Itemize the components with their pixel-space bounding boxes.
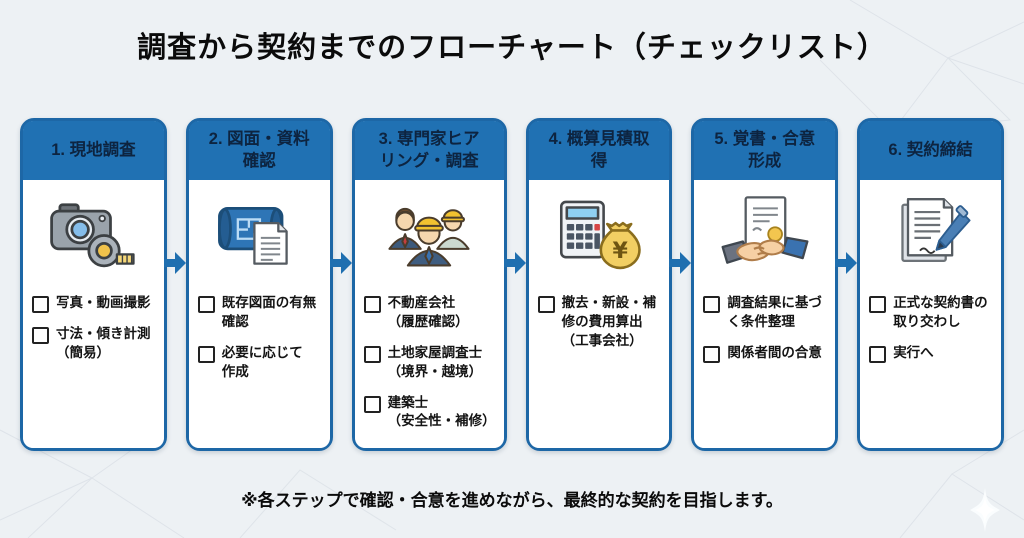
step-body: 既存図面の有無確認 必要に応じて作成 xyxy=(188,180,330,448)
step-card: 1. 現地調査 写真・動画撮影 寸法・傾き計測（簡易） xyxy=(20,118,186,451)
step-header-line: 1. 現地調査 xyxy=(51,140,136,159)
step-body: 不動産会社（履歴確認） 土地家屋調査士（境界・越境） 建築士（安全性・補修） xyxy=(354,180,504,448)
blueprint-document-icon xyxy=(218,207,288,265)
flow-arrow-icon xyxy=(503,252,526,274)
flowchart: 1. 現地調査 写真・動画撮影 寸法・傾き計測（簡易） 2. 図面・資料確認 xyxy=(20,118,1004,451)
flow-arrow-icon xyxy=(835,252,858,274)
checklist-item-label: 撤去・新設・補修の費用算出（工事会社） xyxy=(561,295,657,348)
checklist-item-label: 関係者間の合意 xyxy=(727,344,822,360)
checkbox[interactable] xyxy=(869,345,887,363)
step-icon-area xyxy=(860,180,1001,292)
step-header: 1. 現地調査 xyxy=(23,121,164,180)
step-icon-area xyxy=(189,180,330,292)
svg-text:¥: ¥ xyxy=(612,239,628,264)
checklist-item-label: 寸法・傾き計測（簡易） xyxy=(56,326,151,360)
step-body: ¥ 撤去・新設・補修の費用算出（工事会社） xyxy=(528,180,670,448)
step-header: 4. 概算見積取得 xyxy=(528,121,670,180)
checklist-item-label: 必要に応じて作成 xyxy=(221,344,303,379)
flow-arrow-icon xyxy=(329,252,352,274)
page-title: 調査から契約までのフローチャート（チェックリスト） xyxy=(137,32,887,64)
step-body: 写真・動画撮影 寸法・傾き計測（簡易） xyxy=(23,180,164,448)
step-card: 5. 覚書・合意形成 調査結果に基づく条件整理 関係者間の合意 xyxy=(691,118,858,451)
step-header-line: 4. 概算見積取 xyxy=(548,130,650,149)
experts-icon xyxy=(388,207,470,267)
step-header-line: 5. 覚書・合意 xyxy=(714,130,816,149)
step-header-line: 確認 xyxy=(242,151,276,170)
step-header-line: 形成 xyxy=(748,151,782,170)
checklist-item: 寸法・傾き計測（簡易） xyxy=(32,325,156,363)
checklist-item-label: 調査結果に基づく条件整理 xyxy=(727,295,822,329)
step-checklist: 調査結果に基づく条件整理 関係者間の合意 xyxy=(694,292,835,371)
step-header: 5. 覚書・合意形成 xyxy=(694,121,836,180)
checklist-item: 写真・動画撮影 xyxy=(32,294,156,313)
step-card: 3. 専門家ヒアリング・調査 不動産会社（履歴確認） 土地家屋調査士（境界・越境… xyxy=(351,118,526,451)
checkbox[interactable] xyxy=(363,345,381,363)
step-header-line: リング・調査 xyxy=(379,151,479,170)
checklist-item-label: 建築士（安全性・補修） xyxy=(387,394,496,429)
step-header: 6. 契約締結 xyxy=(860,121,1001,180)
checklist-item: 正式な契約書の取り交わし xyxy=(869,294,993,332)
step-icon-area xyxy=(694,180,835,292)
step-body: 正式な契約書の取り交わし 実行へ xyxy=(860,180,1001,448)
step-icon-area: ¥ xyxy=(529,180,670,292)
step-body: 調査結果に基づく条件整理 関係者間の合意 xyxy=(694,180,836,448)
step-header-line: 2. 図面・資料 xyxy=(208,130,310,149)
checklist-item-label: 正式な契約書の取り交わし xyxy=(893,295,988,329)
checkbox[interactable] xyxy=(869,296,887,313)
checklist-item: 建築士（安全性・補修） xyxy=(363,394,496,432)
step-header-line: 3. 専門家ヒア xyxy=(378,130,480,149)
checkbox[interactable] xyxy=(363,296,381,313)
checklist-item-label: 不動産会社（履歴確認） xyxy=(387,295,469,329)
step-card: 4. 概算見積取得 ¥ 撤去・新設・補修の費用算出（工事会社） xyxy=(525,118,692,451)
checklist-item-label: 土地家屋調査士（境界・越境） xyxy=(387,344,483,379)
checklist-item: 既存図面の有無確認 xyxy=(197,294,322,332)
checklist-item-label: 実行へ xyxy=(893,344,934,360)
step-checklist: 不動産会社（履歴確認） 土地家屋調査士（境界・越境） 建築士（安全性・補修） xyxy=(355,292,504,439)
checklist-item: 関係者間の合意 xyxy=(703,344,827,363)
step-icon-area xyxy=(355,180,504,292)
checklist-item: 不動産会社（履歴確認） xyxy=(363,294,496,332)
checklist-item-label: 写真・動画撮影 xyxy=(56,295,151,310)
step-checklist: 正式な契約書の取り交わし 実行へ xyxy=(860,292,1001,371)
checklist-item: 撤去・新設・補修の費用算出（工事会社） xyxy=(537,294,662,351)
camera-tape-measure-icon xyxy=(50,203,136,268)
handshake-document-icon xyxy=(721,196,809,264)
flow-arrow-icon xyxy=(669,252,692,274)
checkbox[interactable] xyxy=(363,395,381,413)
checklist-item-label: 既存図面の有無確認 xyxy=(221,295,317,329)
checkbox[interactable] xyxy=(703,345,721,363)
checklist-item: 土地家屋調査士（境界・越境） xyxy=(363,344,496,382)
step-checklist: 撤去・新設・補修の費用算出（工事会社） xyxy=(529,292,670,359)
step-checklist: 写真・動画撮影 寸法・傾き計測（簡易） xyxy=(23,292,164,371)
step-checklist: 既存図面の有無確認 必要に応じて作成 xyxy=(189,292,330,390)
step-header: 2. 図面・資料確認 xyxy=(188,121,330,180)
footer-note: ※各ステップで確認・合意を進めながら、最終的な契約を目指します。 xyxy=(241,491,783,510)
checklist-item: 実行へ xyxy=(869,344,993,363)
step-icon-area xyxy=(23,180,164,292)
step-header-line: 6. 契約締結 xyxy=(888,140,973,159)
checklist-item: 調査結果に基づく条件整理 xyxy=(703,294,827,332)
flow-arrow-icon xyxy=(163,252,186,274)
step-header-line: 得 xyxy=(590,151,608,170)
checkbox[interactable] xyxy=(537,296,555,313)
step-header: 3. 専門家ヒアリング・調査 xyxy=(354,121,504,180)
step-card: 2. 図面・資料確認 既存図面の有無確認 必要に応じて作成 xyxy=(185,118,352,451)
checkbox[interactable] xyxy=(197,296,215,313)
contract-pen-icon xyxy=(900,198,971,262)
checkbox[interactable] xyxy=(197,345,215,363)
calculator-money-bag-icon: ¥ xyxy=(559,200,641,270)
checkbox[interactable] xyxy=(32,296,49,313)
checkbox[interactable] xyxy=(703,296,721,313)
checklist-item: 必要に応じて作成 xyxy=(197,344,322,382)
checkbox[interactable] xyxy=(32,327,49,344)
step-card: 6. 契約締結 正式な契約書の取り交わし 実行へ xyxy=(857,118,1004,451)
